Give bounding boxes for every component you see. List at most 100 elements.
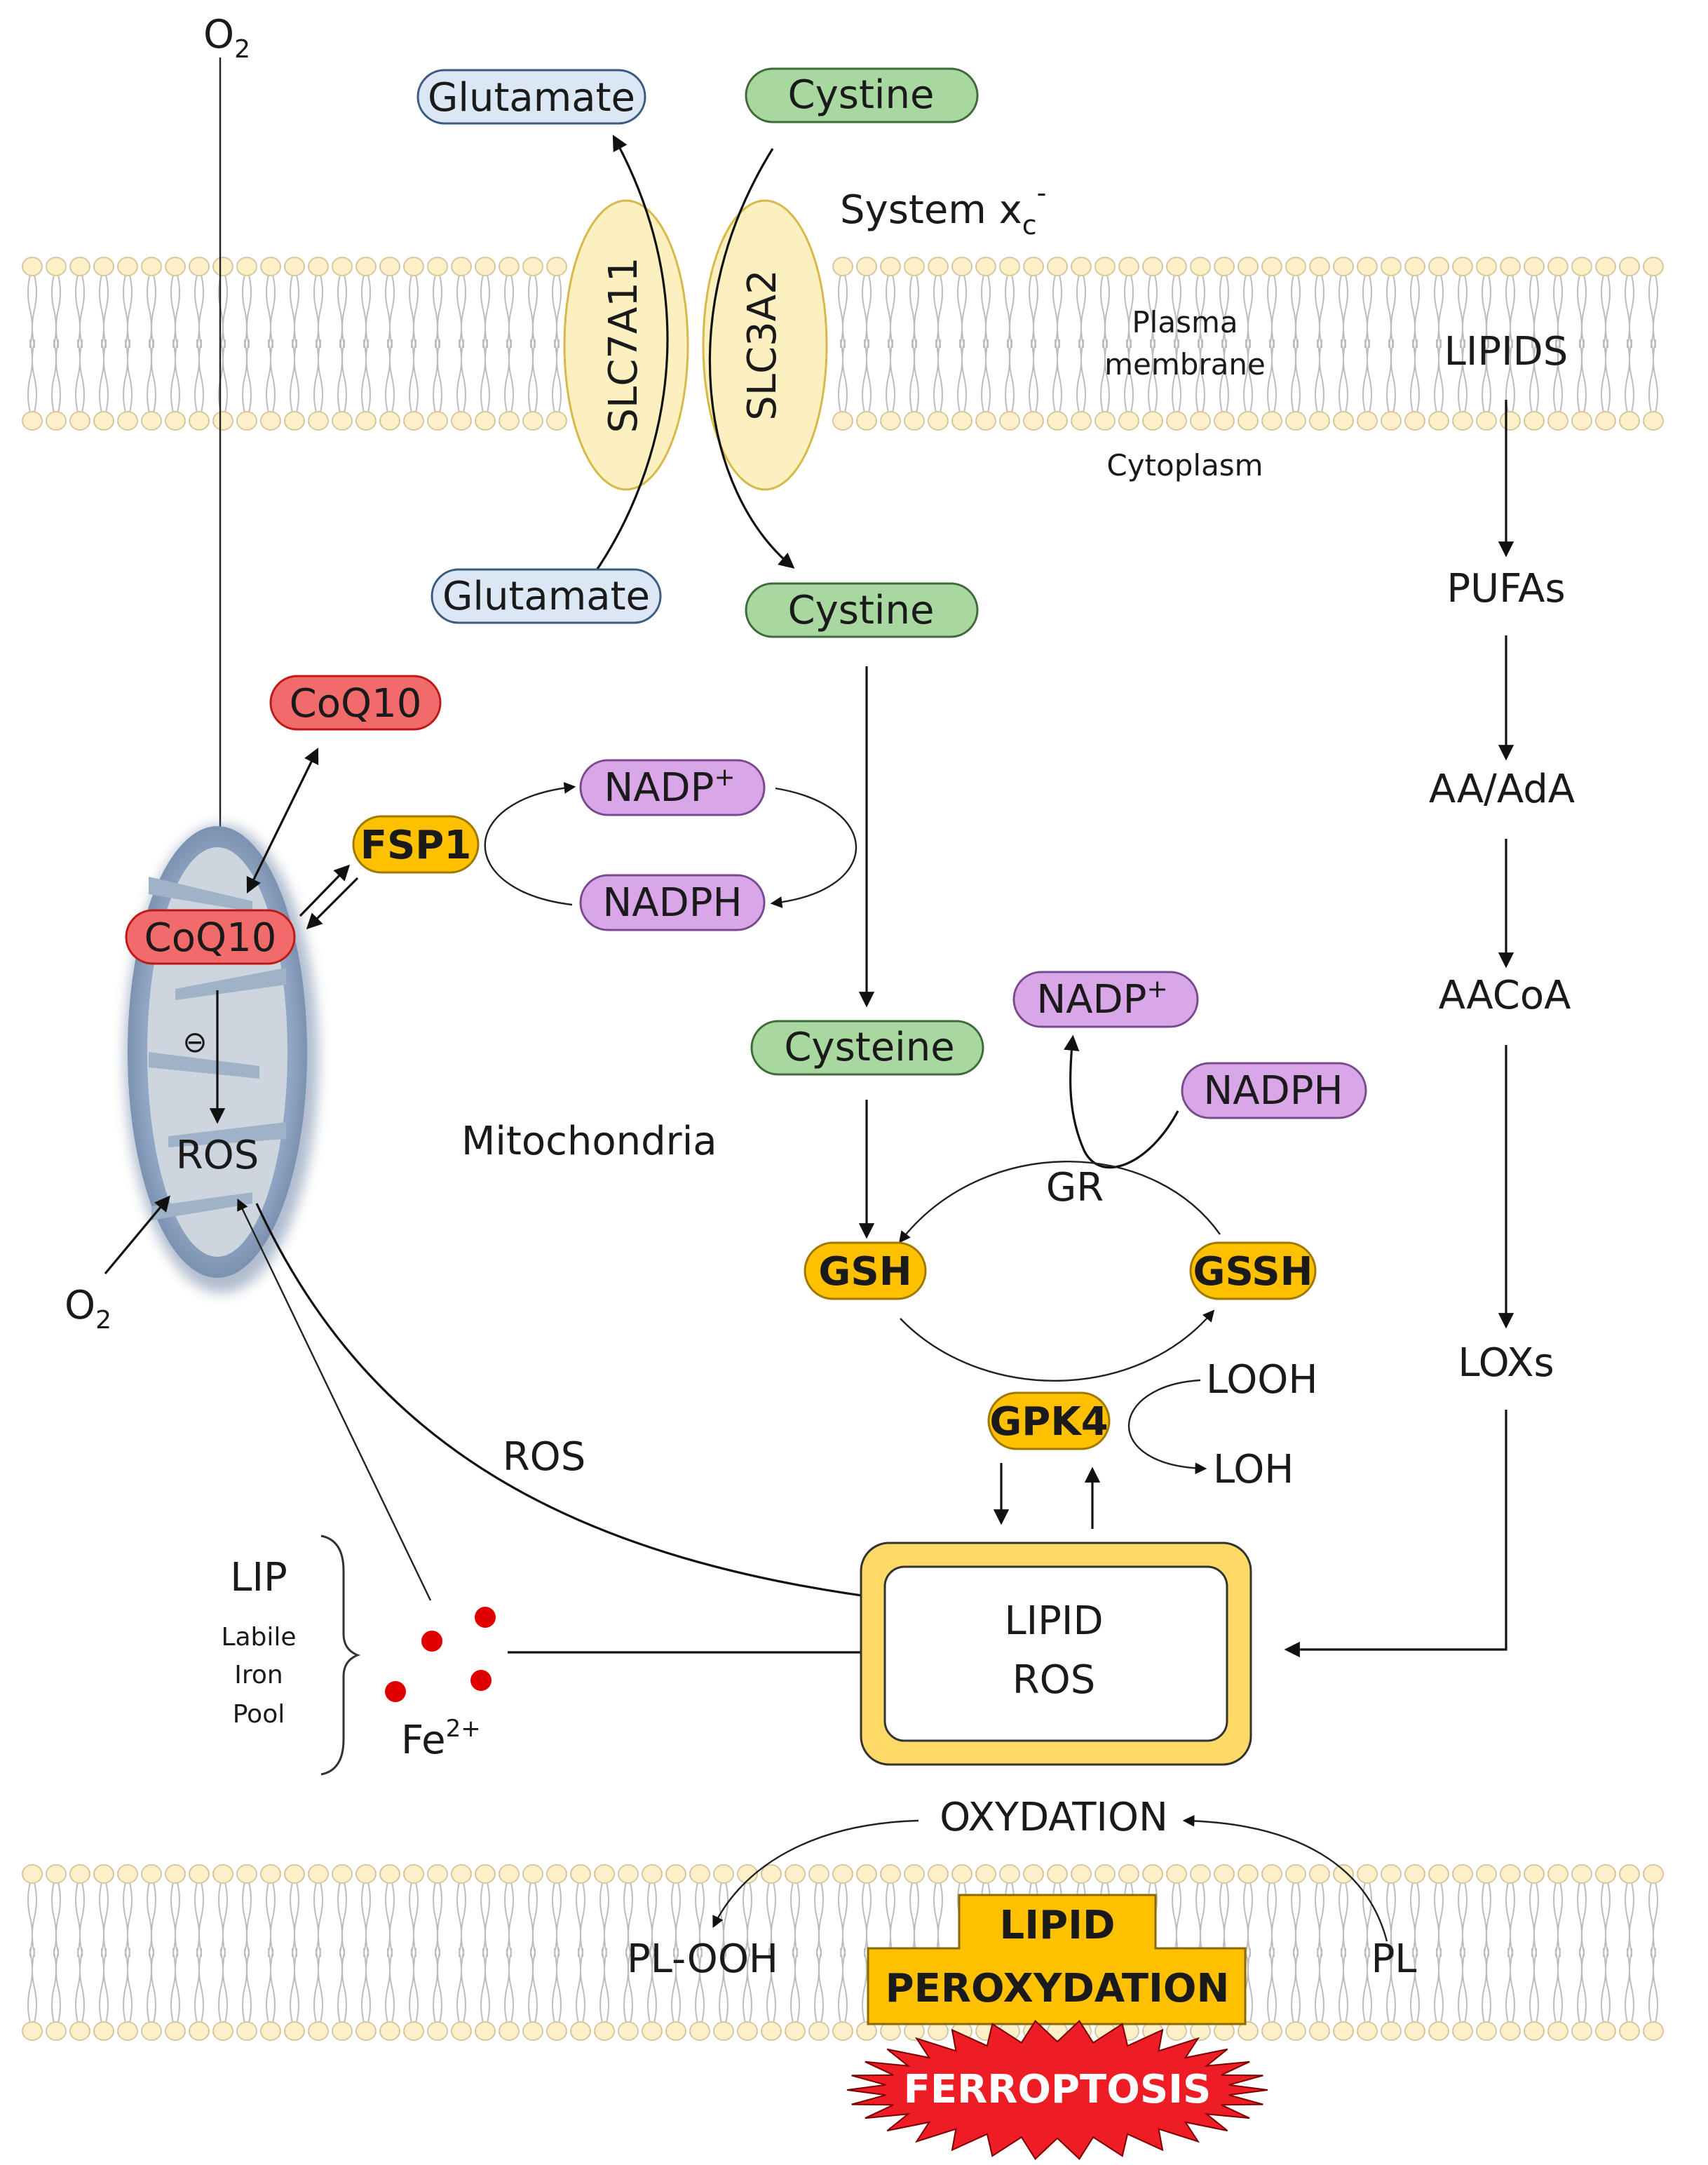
lipid-tail [1195, 274, 1205, 413]
lipid-head [1285, 1864, 1306, 1884]
cysteine-node[interactable]: Cysteine [750, 1020, 984, 1076]
lipid-tail [27, 1882, 37, 2023]
cystine-out-node[interactable]: Cystine [745, 67, 979, 123]
coq10-inner-node[interactable]: CoQ10 [125, 909, 296, 965]
lipid-tail [1267, 1882, 1277, 2023]
lipid-tail [1410, 274, 1420, 413]
lipid-head [1023, 411, 1044, 431]
nadp-fsp1-node[interactable]: NADP+ [579, 759, 766, 816]
lipid-head [1333, 2021, 1354, 2041]
slc3a2-transporter[interactable]: SLC3A2 [702, 199, 828, 491]
coq10-inner-pill [125, 909, 296, 965]
lipid-tail [385, 274, 395, 413]
gpk4-node[interactable]: GPK4 [987, 1391, 1111, 1450]
glutamate-out-node[interactable]: Glutamate [416, 69, 646, 125]
lipid-head [1023, 257, 1044, 276]
lipid-head [1238, 411, 1259, 431]
o2-lower-label: O2 [65, 1283, 111, 1335]
lipid-head [832, 2021, 853, 2041]
lipid-head [22, 257, 43, 276]
iron-dot [470, 1670, 492, 1691]
nadph-fsp1-node[interactable]: NADPH [579, 874, 766, 931]
lipid-tail [1386, 274, 1396, 413]
lipid-ros-line-2: ROS [1012, 1657, 1096, 1703]
glutamate-in-node[interactable]: Glutamate [431, 568, 662, 624]
lipid-head [1071, 257, 1092, 276]
lipid-head [785, 1864, 806, 1884]
lipid-head [117, 411, 138, 431]
lipid-peroxidation-block[interactable]: LIPID PEROXYDATION [867, 1894, 1247, 2025]
slc7a11-transporter[interactable]: SLC7A11 [563, 199, 689, 491]
nadph-gr-pill [1181, 1062, 1367, 1119]
lipid-tail [433, 274, 442, 413]
gssh-label: GSSH [1193, 1249, 1313, 1295]
lip-brace-icon [320, 1535, 361, 1776]
lipid-head [189, 411, 210, 431]
lipid-head [475, 2021, 496, 2041]
lipid-head [928, 257, 949, 276]
lipid-tail [99, 1882, 109, 2023]
coq10-outer-node[interactable]: CoQ10 [269, 675, 442, 731]
lipid-head [403, 411, 424, 431]
lipid-head [1452, 2021, 1473, 2041]
lipid-head [689, 2021, 710, 2041]
iron-dot [475, 1607, 496, 1628]
nadp-fsp1-pill [579, 759, 766, 816]
lipid-head [499, 1864, 520, 1884]
lipid-head [546, 411, 567, 431]
lipid-head [1428, 2021, 1449, 2041]
lipid-tail [1124, 274, 1134, 413]
lipid-tail [1172, 1882, 1181, 2023]
lipid-head [1357, 2021, 1378, 2041]
lipid-head [332, 2021, 353, 2041]
gssh-node[interactable]: GSSH [1189, 1241, 1317, 1300]
ferroptosis-burst[interactable]: FERROPTOSIS [846, 2020, 1268, 2160]
lipid-head [22, 2021, 43, 2041]
mitochondria[interactable] [125, 825, 318, 1293]
lipid-head [904, 1864, 925, 1884]
lipid-head [1643, 2021, 1664, 2041]
lipid-head [46, 1864, 67, 1884]
lipid-tail [409, 1882, 419, 2023]
lipid-head [832, 411, 853, 431]
lipid-head [69, 411, 90, 431]
gssh-to-gsh-gr-arrow [898, 1161, 1221, 1243]
lipid-tail [433, 1882, 442, 2023]
lipid-head [1309, 257, 1330, 276]
lipid-head [379, 2021, 400, 2041]
lipid-tail [909, 274, 919, 413]
fsp1-to-coq10-arrow [306, 877, 359, 930]
lipid-head [1214, 257, 1235, 276]
lipids-label: LIPIDS [1444, 329, 1568, 375]
lipid-tail [1291, 274, 1301, 413]
lipid-ros-inner [883, 1565, 1228, 1742]
lipid-head [332, 257, 353, 276]
lipid-head [1261, 257, 1282, 276]
gsh-node[interactable]: GSH [804, 1241, 927, 1300]
lipid-head [165, 2021, 186, 2041]
lipid-tail [51, 274, 61, 413]
lipid-head [1381, 411, 1402, 431]
lipid-tail [1529, 274, 1539, 413]
nadph-gr-node[interactable]: NADPH [1181, 1062, 1367, 1119]
lipid-tail [1029, 274, 1038, 413]
gpk4-pill [987, 1391, 1111, 1450]
lipid-tail [838, 1882, 848, 2023]
nadp-gr-node[interactable]: NADP+ [1012, 971, 1199, 1028]
plasma-membrane-top [22, 257, 1664, 431]
lipid-head [379, 1864, 400, 1884]
lipid-tail [242, 274, 252, 413]
lipid-head [308, 2021, 329, 2041]
lipid-tail [1577, 274, 1587, 413]
cystine-in-node[interactable]: Cystine [745, 582, 979, 638]
glutamate-export-arrow [592, 135, 669, 576]
lipid-head [1333, 411, 1354, 431]
lipid-tail [51, 1882, 61, 2023]
lipid-head [427, 411, 448, 431]
lipid-head [808, 2021, 829, 2041]
lipid-head [1571, 1864, 1592, 1884]
lipid-head [93, 1864, 114, 1884]
fsp1-node[interactable]: FSP1 [352, 815, 480, 874]
lipid-head [975, 411, 996, 431]
lipid-ros-box[interactable]: LIPID ROS [860, 1542, 1252, 1766]
